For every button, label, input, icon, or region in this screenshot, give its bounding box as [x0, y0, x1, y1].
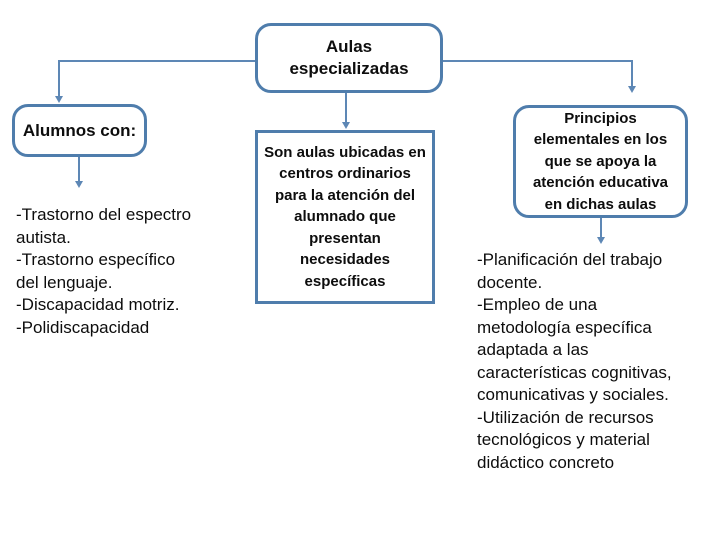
list-alumnos-trastornos: -Trastorno del espectro autista. -Trasto…	[16, 205, 192, 337]
arrowhead-down-icon	[597, 237, 605, 244]
connector-rightbox-to-list-vertical	[600, 218, 602, 238]
list-principios-detalle: -Planificación del trabajo docente. -Emp…	[477, 250, 672, 472]
node-son-aulas-ubicadas: Son aulas ubicadas en centros ordinarios…	[255, 130, 435, 304]
node-principios-elementales: Principios elementales en los que se apo…	[513, 105, 688, 218]
node-alumnos-con-label: Alumnos con:	[22, 120, 137, 140]
node-principios-elementales-label: Principios elementales en los que se apo…	[532, 109, 669, 213]
connector-root-to-center-vertical	[345, 93, 347, 123]
connector-root-to-left-vertical	[58, 60, 60, 97]
node-aulas-especializadas-label: Aulas especializadas	[289, 37, 409, 78]
connector-root-to-right-vertical	[631, 60, 633, 87]
arrowhead-down-icon	[75, 181, 83, 188]
node-son-aulas-ubicadas-label: Son aulas ubicadas en centros ordinarios…	[264, 143, 426, 290]
connector-root-to-right-horizontal	[443, 60, 633, 62]
connector-leftbox-to-list-vertical	[78, 157, 80, 182]
arrowhead-down-icon	[628, 86, 636, 93]
connector-root-to-left-horizontal	[59, 60, 256, 62]
arrowhead-down-icon	[55, 96, 63, 103]
node-alumnos-con: Alumnos con:	[12, 104, 147, 157]
arrowhead-down-icon	[342, 122, 350, 129]
node-aulas-especializadas: Aulas especializadas	[255, 23, 443, 93]
